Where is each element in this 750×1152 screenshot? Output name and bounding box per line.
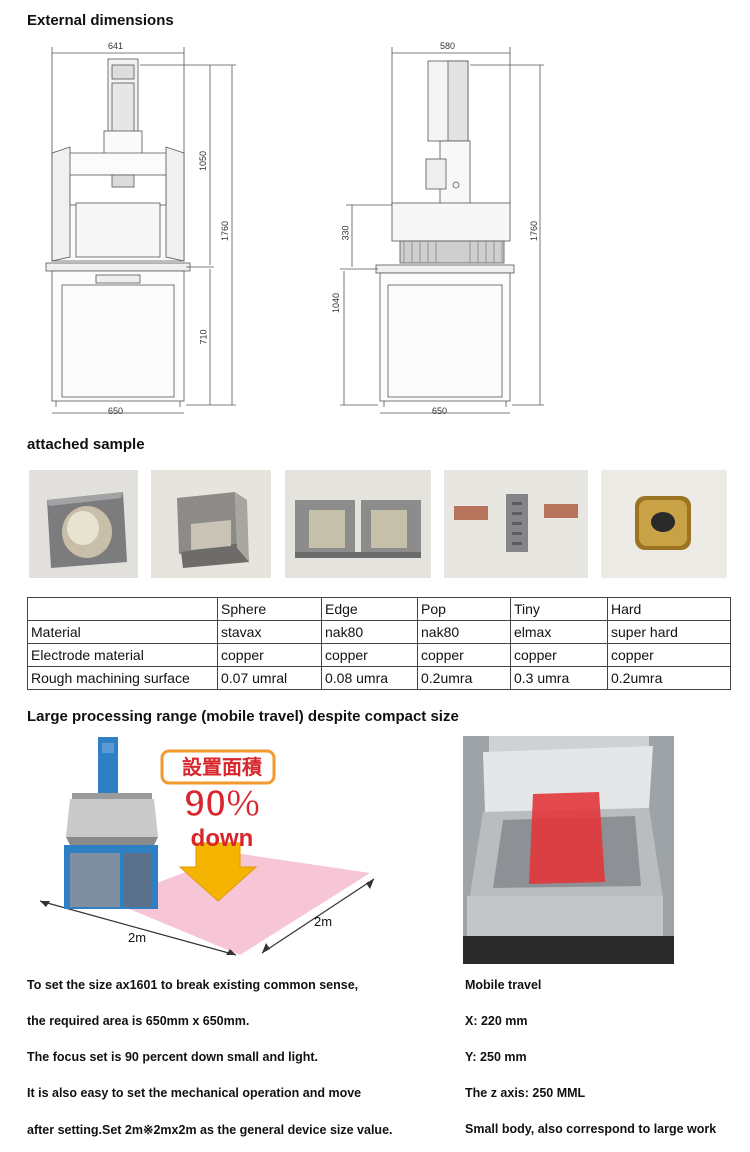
description-line: the required area is 650mm x 650mm. [27, 1014, 250, 1028]
table-row: Material stavax nak80 nak80 elmax super … [27, 620, 731, 644]
travel-z: The z axis: 250 MML [465, 1086, 586, 1100]
heading-processing-range: Large processing range (mobile travel) d… [27, 708, 459, 725]
table-header-cell: Hard [607, 597, 731, 621]
table-row: Rough machining surface 0.07 umral 0.08 … [27, 666, 731, 690]
reduction-percent: 90% [183, 783, 261, 825]
table-cell: elmax [510, 620, 608, 644]
table-cell: copper [321, 643, 418, 667]
travel-x: X: 220 mm [465, 1014, 528, 1028]
sample-photo-sphere [29, 470, 138, 578]
footprint-badge-text: 設置面積 [182, 755, 262, 779]
sample-photo-tiny [444, 470, 588, 578]
dim-side-base-width: 650 [432, 406, 448, 416]
table-cell: copper [217, 643, 322, 667]
dim-side-table-height: 1040 [331, 292, 342, 314]
table-header-cell: Pop [417, 597, 511, 621]
table-cell: 0.2umra [417, 666, 511, 690]
table-cell: super hard [607, 620, 731, 644]
footprint-dim-y: 2m [314, 914, 333, 929]
travel-y: Y: 250 mm [465, 1050, 527, 1064]
travel-note: Small body, also correspond to large wor… [465, 1122, 717, 1136]
table-row: Electrode material copper copper copper … [27, 643, 731, 667]
table-header-cell: Edge [321, 597, 418, 621]
table-cell: 0.2umra [607, 666, 731, 690]
table-cell: Electrode material [27, 643, 218, 667]
dim-front-total-height: 1760 [220, 220, 231, 242]
dim-side-tank-height: 330 [340, 225, 351, 241]
dim-side-total-height: 1760 [529, 220, 540, 242]
footprint-illustration [39, 737, 375, 956]
dim-front-upper-height: 1050 [198, 150, 209, 172]
footprint-dim-x: 2m [128, 930, 147, 945]
table-header-row: Sphere Edge Pop Tiny Hard [27, 597, 731, 621]
table-header-cell: Tiny [510, 597, 608, 621]
mobile-travel-photo [463, 736, 674, 964]
table-cell: copper [417, 643, 511, 667]
sample-photo-edge [151, 470, 271, 578]
table-header-cell [27, 597, 218, 621]
table-cell: 0.3 umra [510, 666, 608, 690]
description-line: The focus set is 90 percent down small a… [27, 1050, 319, 1064]
table-header-cell: Sphere [217, 597, 322, 621]
description-line: It is also easy to set the mechanical op… [27, 1086, 362, 1100]
table-cell: nak80 [321, 620, 418, 644]
table-cell: 0.07 umral [217, 666, 322, 690]
table-cell: stavax [217, 620, 322, 644]
table-cell: Rough machining surface [27, 666, 218, 690]
sample-spec-table: Sphere Edge Pop Tiny Hard Material stava… [27, 597, 731, 690]
description-line: To set the size ax1601 to break existing… [27, 978, 359, 992]
dim-front-top-width: 641 [108, 41, 124, 51]
travel-heading: Mobile travel [465, 978, 542, 992]
table-cell: Material [27, 620, 218, 644]
sample-photo-hard [601, 470, 727, 578]
table-cell: copper [607, 643, 731, 667]
dimension-drawing [45, 47, 544, 414]
dim-front-lower-height: 710 [198, 329, 209, 345]
table-cell: 0.08 umra [321, 666, 418, 690]
dim-side-top-width: 580 [440, 41, 456, 51]
dim-front-base-width: 650 [108, 406, 124, 416]
description-line: after setting.Set 2m※2mx2m as the genera… [27, 1123, 393, 1137]
sample-photo-pop [285, 470, 431, 578]
heading-external-dimensions: External dimensions [27, 12, 174, 29]
heading-attached-sample: attached sample [27, 436, 145, 453]
reduction-down-label: down [190, 825, 254, 852]
table-cell: nak80 [417, 620, 511, 644]
table-cell: copper [510, 643, 608, 667]
